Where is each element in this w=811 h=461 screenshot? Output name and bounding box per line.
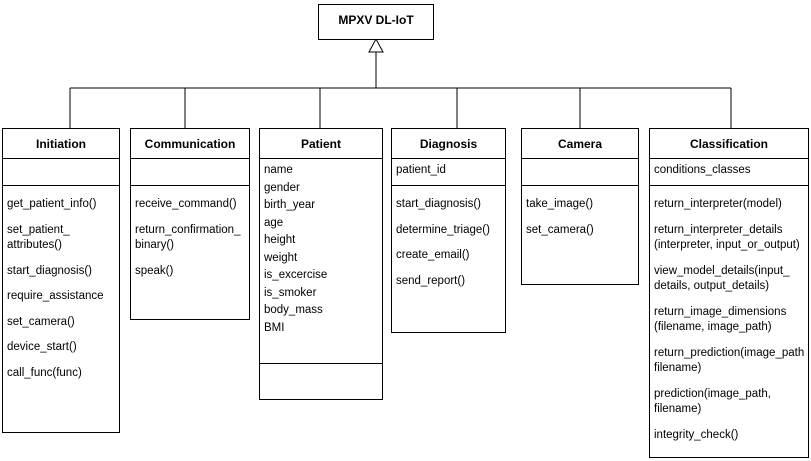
method-item: determine_triage() xyxy=(396,223,490,236)
method-item: device_start() xyxy=(7,341,77,354)
class-name-communication: Communication xyxy=(144,137,236,151)
method-item: require_assistance xyxy=(7,290,104,303)
method-item: start_diagnosis() xyxy=(7,264,93,277)
attribute-item: patient_id xyxy=(396,164,446,176)
method-item: return_prediction(image_path filename) xyxy=(654,346,805,375)
method-item: set_camera() xyxy=(526,223,594,236)
methods-compartment: take_image() set_camera() xyxy=(522,186,638,250)
class-box-communication[interactable]: Communication receive_command() return_c… xyxy=(130,128,250,320)
attribute-item: BMI xyxy=(264,321,285,334)
attribute-item: is_smoker xyxy=(264,286,317,299)
class-box-classification[interactable]: Classification conditions_classes return… xyxy=(649,128,809,458)
method-item: return_confirmation_ binary() xyxy=(135,223,241,252)
class-title-compartment: Initiation xyxy=(3,129,119,159)
methods-compartment: get_patient_info() set_patient_ attribut… xyxy=(3,186,119,393)
attributes-compartment xyxy=(3,159,119,186)
attribute-item: name xyxy=(264,164,293,176)
class-name-camera: Camera xyxy=(557,137,603,151)
class-name-initiation: Initiation xyxy=(36,137,86,151)
method-item: view_model_details(input_ details, outpu… xyxy=(654,264,790,293)
method-item: create_email() xyxy=(396,249,470,262)
class-box-patient[interactable]: Patient name gender birth_year age heigh… xyxy=(259,128,383,400)
attributes-compartment: name gender birth_year age height weight… xyxy=(260,159,382,364)
attributes-compartment: conditions_classes xyxy=(650,159,808,186)
methods-compartment: start_diagnosis() determine_triage() cre… xyxy=(392,186,505,301)
attributes-empty xyxy=(131,159,249,185)
attribute-item: body_mass xyxy=(264,304,323,317)
class-name-root: MPXV DL-IoT xyxy=(338,13,414,27)
method-item: receive_command() xyxy=(135,198,237,210)
class-title-compartment: Communication xyxy=(131,129,249,159)
method-item: call_func(func) xyxy=(7,366,82,379)
class-title-compartment: Classification xyxy=(650,129,808,159)
class-name-patient: Patient xyxy=(300,137,341,151)
class-title-compartment: Diagnosis xyxy=(392,129,505,159)
methods-compartment: return_interpreter(model) return_interpr… xyxy=(650,186,808,455)
method-item: set_camera() xyxy=(7,315,75,328)
method-item: start_diagnosis() xyxy=(396,198,482,210)
method-item: return_image_dimensions (filename, image… xyxy=(654,305,787,334)
class-title-compartment: MPXV DL-IoT xyxy=(319,5,433,39)
method-item: return_interpreter_details (interpreter,… xyxy=(654,223,800,252)
attributes-empty xyxy=(3,159,119,185)
class-box-initiation[interactable]: Initiation get_patient_info() set_patien… xyxy=(2,128,120,433)
method-item: get_patient_info() xyxy=(7,198,97,210)
class-box-diagnosis[interactable]: Diagnosis patient_id start_diagnosis() d… xyxy=(391,128,506,333)
attribute-item: gender xyxy=(264,181,300,194)
attribute-item: age xyxy=(264,216,284,229)
attribute-item: birth_year xyxy=(264,199,316,212)
class-name-classification: Classification xyxy=(689,137,769,151)
method-item: integrity_check() xyxy=(654,428,739,441)
attributes-compartment xyxy=(522,159,638,186)
method-item: set_patient_ attributes() xyxy=(7,223,70,252)
methods-compartment: receive_command() return_confirmation_ b… xyxy=(131,186,249,291)
class-title-compartment: Patient xyxy=(260,129,382,159)
class-name-diagnosis: Diagnosis xyxy=(419,137,478,151)
attribute-item: is_excercise xyxy=(264,269,328,282)
method-item: send_report() xyxy=(396,274,466,287)
attribute-item: weight xyxy=(264,251,298,264)
attributes-empty xyxy=(522,159,638,185)
method-item: return_interpreter(model) xyxy=(654,198,782,210)
class-box-mpxv-dl-iot[interactable]: MPXV DL-IoT xyxy=(318,4,434,40)
generalization-arrowhead xyxy=(368,37,384,53)
attributes-compartment: patient_id xyxy=(392,159,505,186)
attributes-compartment xyxy=(131,159,249,186)
method-item: prediction(image_path, filename) xyxy=(654,387,771,416)
attribute-item: conditions_classes xyxy=(654,164,751,176)
attribute-item: height xyxy=(264,234,296,247)
class-box-camera[interactable]: Camera take_image() set_camera() xyxy=(521,128,639,285)
method-item: speak() xyxy=(135,264,174,277)
method-item: take_image() xyxy=(526,198,594,210)
class-title-compartment: Camera xyxy=(522,129,638,159)
